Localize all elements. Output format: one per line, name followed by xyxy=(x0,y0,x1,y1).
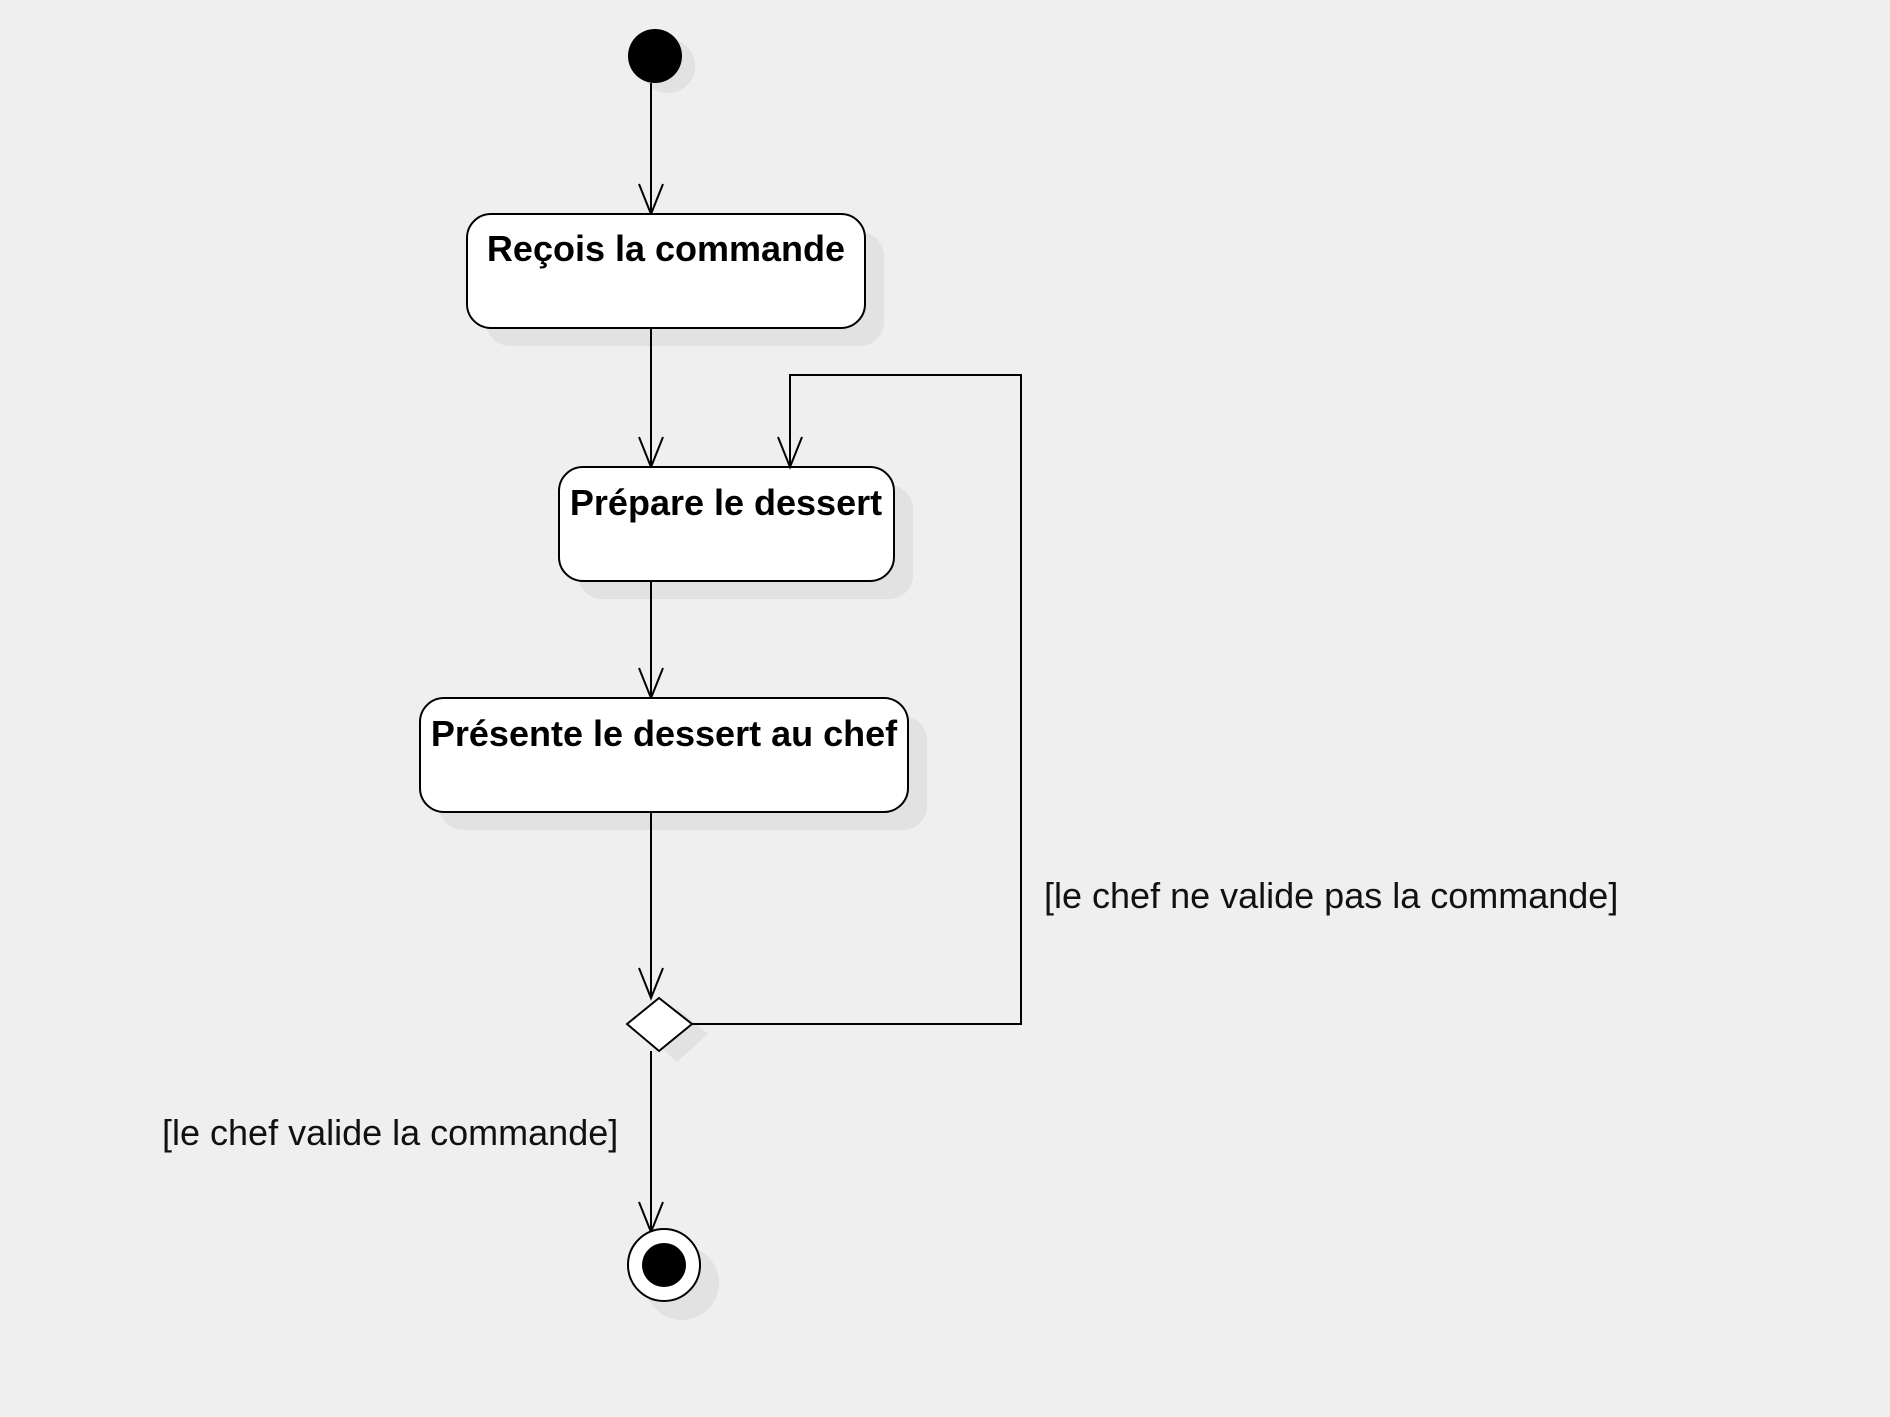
flow-receive-to-prepare xyxy=(638,328,664,470)
flow-accept-to-final xyxy=(638,1051,664,1235)
flow-initial-to-receive xyxy=(638,83,664,217)
initial-node xyxy=(628,29,695,93)
guard-reject-label: [le chef ne valide pas la commande] xyxy=(1044,875,1618,916)
action-prepare-dessert[interactable]: Prépare le dessert xyxy=(558,466,913,599)
decision-node xyxy=(625,996,708,1062)
guard-accept-label: [le chef valide la commande] xyxy=(162,1112,618,1153)
action-receive-order-label: Reçois la commande xyxy=(487,228,845,269)
action-present-dessert[interactable]: Présente le dessert au chef xyxy=(419,697,927,830)
flow-present-to-decision xyxy=(638,812,664,1001)
flow-reject-loop xyxy=(692,374,1022,1025)
action-receive-order[interactable]: Reçois la commande xyxy=(466,213,884,346)
action-present-dessert-label: Présente le dessert au chef xyxy=(431,713,898,754)
action-prepare-dessert-label: Prépare le dessert xyxy=(570,482,882,523)
final-node xyxy=(627,1228,719,1320)
